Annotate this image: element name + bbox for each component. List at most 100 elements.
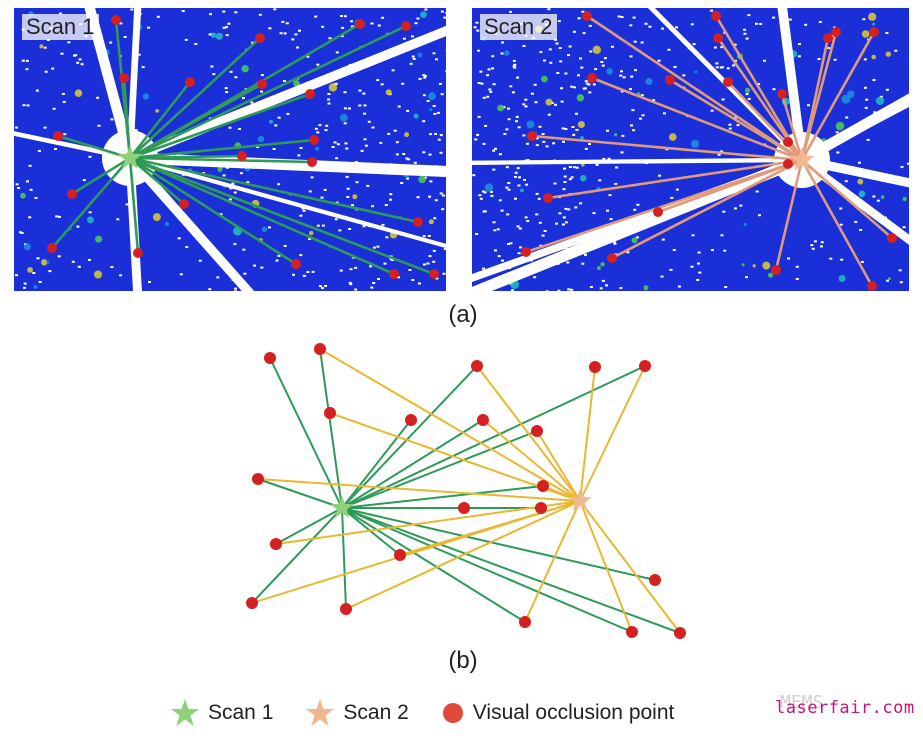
scan1-occlusion-point [355, 19, 365, 29]
occlusion-point [458, 502, 470, 514]
scan1-occlusion-point [291, 259, 301, 269]
scan2-occlusion-point [869, 27, 879, 37]
scan1-sight-line [122, 77, 132, 159]
panel-b-diagram [246, 343, 686, 639]
scan1-sight-line [51, 157, 131, 249]
scan2-sight-line [579, 500, 681, 634]
scan2-sight-line [586, 14, 803, 162]
scan2-sight-line [579, 366, 596, 502]
scan1-sight-line [129, 156, 297, 266]
scan1-sight-line [341, 507, 526, 623]
occlusion-point [471, 360, 483, 372]
caption-a: (a) [448, 301, 478, 328]
occlusion-point [537, 480, 549, 492]
occlusion-point [340, 603, 352, 615]
scan2-sight-line [257, 478, 581, 502]
scan2-occlusion-point [711, 11, 721, 21]
brand-logo-text: laserfair.com [775, 698, 915, 718]
scan2-sight-line [482, 419, 581, 502]
occlusion-point [246, 597, 258, 609]
scan1-occlusion-point [119, 73, 129, 83]
scan2-station-star [568, 489, 592, 511]
occlusion-point [674, 627, 686, 639]
scan2-sight-line [476, 365, 581, 502]
scan2-occlusion-point [582, 11, 592, 21]
occlusion-point [589, 361, 601, 373]
scan2-occlusion-point [587, 73, 597, 83]
scan1-sight-line [71, 156, 131, 196]
scan1-sight-line [128, 157, 140, 254]
occlusion-point [519, 616, 531, 628]
scan1-sight-line [129, 22, 361, 160]
scan2-cloud-speckle [472, 8, 909, 291]
scan2-occlusion-point [607, 253, 617, 263]
scan2-sight-line [345, 500, 581, 610]
scan2-sight-line [774, 159, 804, 271]
scan1-occlusion-point [307, 157, 317, 167]
scan2-sight-line [524, 500, 581, 623]
scan2-point-cloud: Scan 2 [472, 8, 909, 291]
scan1-sight-line [341, 365, 478, 509]
scan1-sight-line [129, 37, 261, 159]
scan1-occlusion-point [67, 189, 77, 199]
scan1-occlusion-point [53, 131, 63, 141]
scan1-occlusion-point [305, 89, 315, 99]
scan2-occlusion-point [543, 193, 553, 203]
scan1-sight-line [129, 24, 407, 160]
scan2-occlusion-point [713, 33, 723, 43]
scan2-sight-line [275, 500, 581, 545]
scan2-shadow-rays [472, 8, 909, 291]
occlusion-point [639, 360, 651, 372]
scan1-occlusion-point [401, 21, 411, 31]
red-dot-icon [442, 703, 463, 723]
scan1-occlusion-point [111, 15, 121, 25]
scan1-sight-line [341, 430, 538, 509]
scan1-sight-line [341, 507, 347, 610]
occlusion-point [477, 414, 489, 426]
scan2-sight-line [547, 158, 803, 200]
scan1-station-star [117, 145, 143, 169]
scan2-sight-line [800, 37, 830, 161]
scan1-sight-line [341, 419, 484, 509]
legend-scan1-label: Scan 1 [208, 701, 274, 724]
scan1-occlusion-point [429, 269, 439, 279]
scan2-occlusion-point [665, 75, 675, 85]
legend-scan1: Scan 1 [170, 698, 273, 728]
scan1-sight-line [341, 507, 633, 633]
scan1-sight-line [319, 348, 343, 509]
scan2-occlusion-point [521, 247, 531, 257]
scan1-sight-line [129, 157, 185, 205]
scan1-occlusion-point [389, 269, 399, 279]
occlusion-point [264, 352, 276, 364]
scan1-sight-line [341, 419, 412, 509]
scan1-sight-line [57, 134, 131, 160]
scan1-sight-line [129, 156, 395, 276]
occlusion-point [314, 343, 326, 355]
scan1-sight-line [129, 138, 315, 160]
scan1-sight-line [129, 156, 435, 276]
watermark-text: MEMS [780, 692, 824, 713]
legend: Scan 1 Scan 2 Visual occlusion point [170, 696, 674, 730]
scan1-cloud-svg [14, 8, 446, 291]
legend-occlusion: Visual occlusion point [441, 701, 675, 725]
scan1-sight-line [251, 507, 343, 604]
occlusion-point [394, 549, 406, 561]
scan2-sight-line [251, 500, 581, 604]
legend-occlusion-label: Visual occlusion point [472, 701, 675, 724]
scan2-sight-line [579, 500, 633, 633]
occlusion-point [270, 538, 282, 550]
scan2-cloud-svg [472, 8, 909, 291]
scan2-occlusion-point [723, 77, 733, 87]
scan2-occlusion-point [777, 89, 787, 99]
scan2-sight-line [319, 348, 581, 502]
scan2-occlusion-point [783, 159, 793, 169]
scan1-sight-line [341, 507, 656, 581]
occlusion-point [626, 626, 638, 638]
scan1-occlusion-point [309, 135, 319, 145]
legend-scan2-label: Scan 2 [343, 701, 409, 724]
scan2-occlusion-point [887, 233, 897, 243]
scan1-station-star [330, 496, 354, 518]
scan2-sight-line [714, 15, 804, 161]
scan2-sight-line [800, 31, 876, 161]
scan2-occlusion-point [527, 131, 537, 141]
